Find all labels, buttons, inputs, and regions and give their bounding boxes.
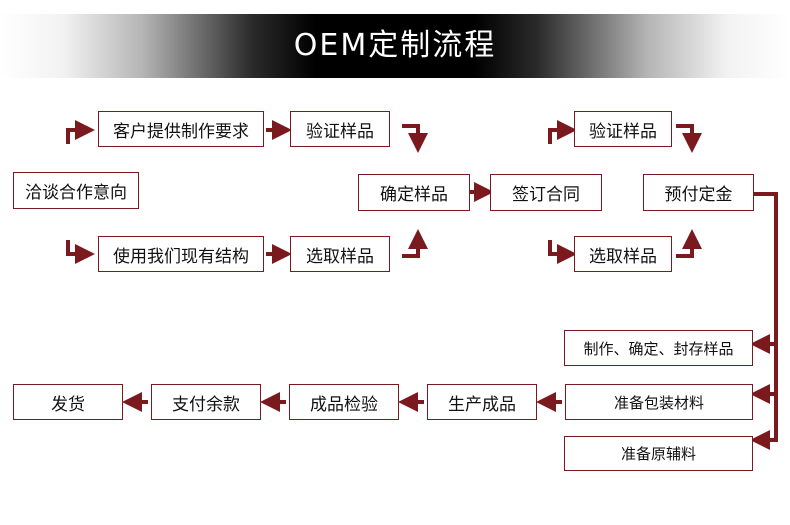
bent-arrow-right-up-2	[676, 229, 702, 258]
title-banner	[0, 14, 790, 78]
step-existing-structure: 使用我们现有结构	[98, 236, 264, 272]
step-confirm-samples: 确定样品	[358, 174, 470, 211]
bracket-line	[750, 192, 778, 450]
bent-arrow-up-right	[66, 120, 95, 144]
step-verify-samples-1: 验证样品	[290, 111, 390, 147]
step-pay-balance: 支付余款	[151, 384, 261, 420]
step-customer-samples: 客户提供制作要求	[98, 111, 264, 147]
bent-arrow-right-down-2	[676, 124, 702, 153]
step-select-samples-2: 选取样品	[574, 236, 672, 272]
step-sign-contract: 签订合同	[490, 174, 602, 211]
step-ship: 发货	[13, 384, 123, 420]
step-make-confirm-seal: 制作、确定、封存样品	[564, 330, 753, 366]
bent-arrow-down-right	[66, 240, 95, 264]
step-packaging-materials: 准备包装材料	[565, 384, 753, 420]
step-raw-materials: 准备原辅料	[564, 436, 753, 471]
bent-arrow-down-right-2	[548, 240, 577, 264]
page-title: OEM定制流程	[293, 28, 497, 63]
bent-arrow-up-right-2	[548, 120, 577, 144]
bent-arrow-right-up	[402, 229, 428, 258]
step-select-samples-1: 选取样品	[290, 236, 390, 272]
step-verify-samples-2: 验证样品	[574, 111, 672, 147]
step-deposit: 预付定金	[643, 174, 754, 211]
step-inspect: 成品检验	[289, 384, 399, 420]
bent-arrow-right-down	[402, 124, 428, 153]
step-negotiate: 洽谈合作意向	[13, 172, 139, 209]
step-produce: 生产成品	[427, 384, 537, 420]
